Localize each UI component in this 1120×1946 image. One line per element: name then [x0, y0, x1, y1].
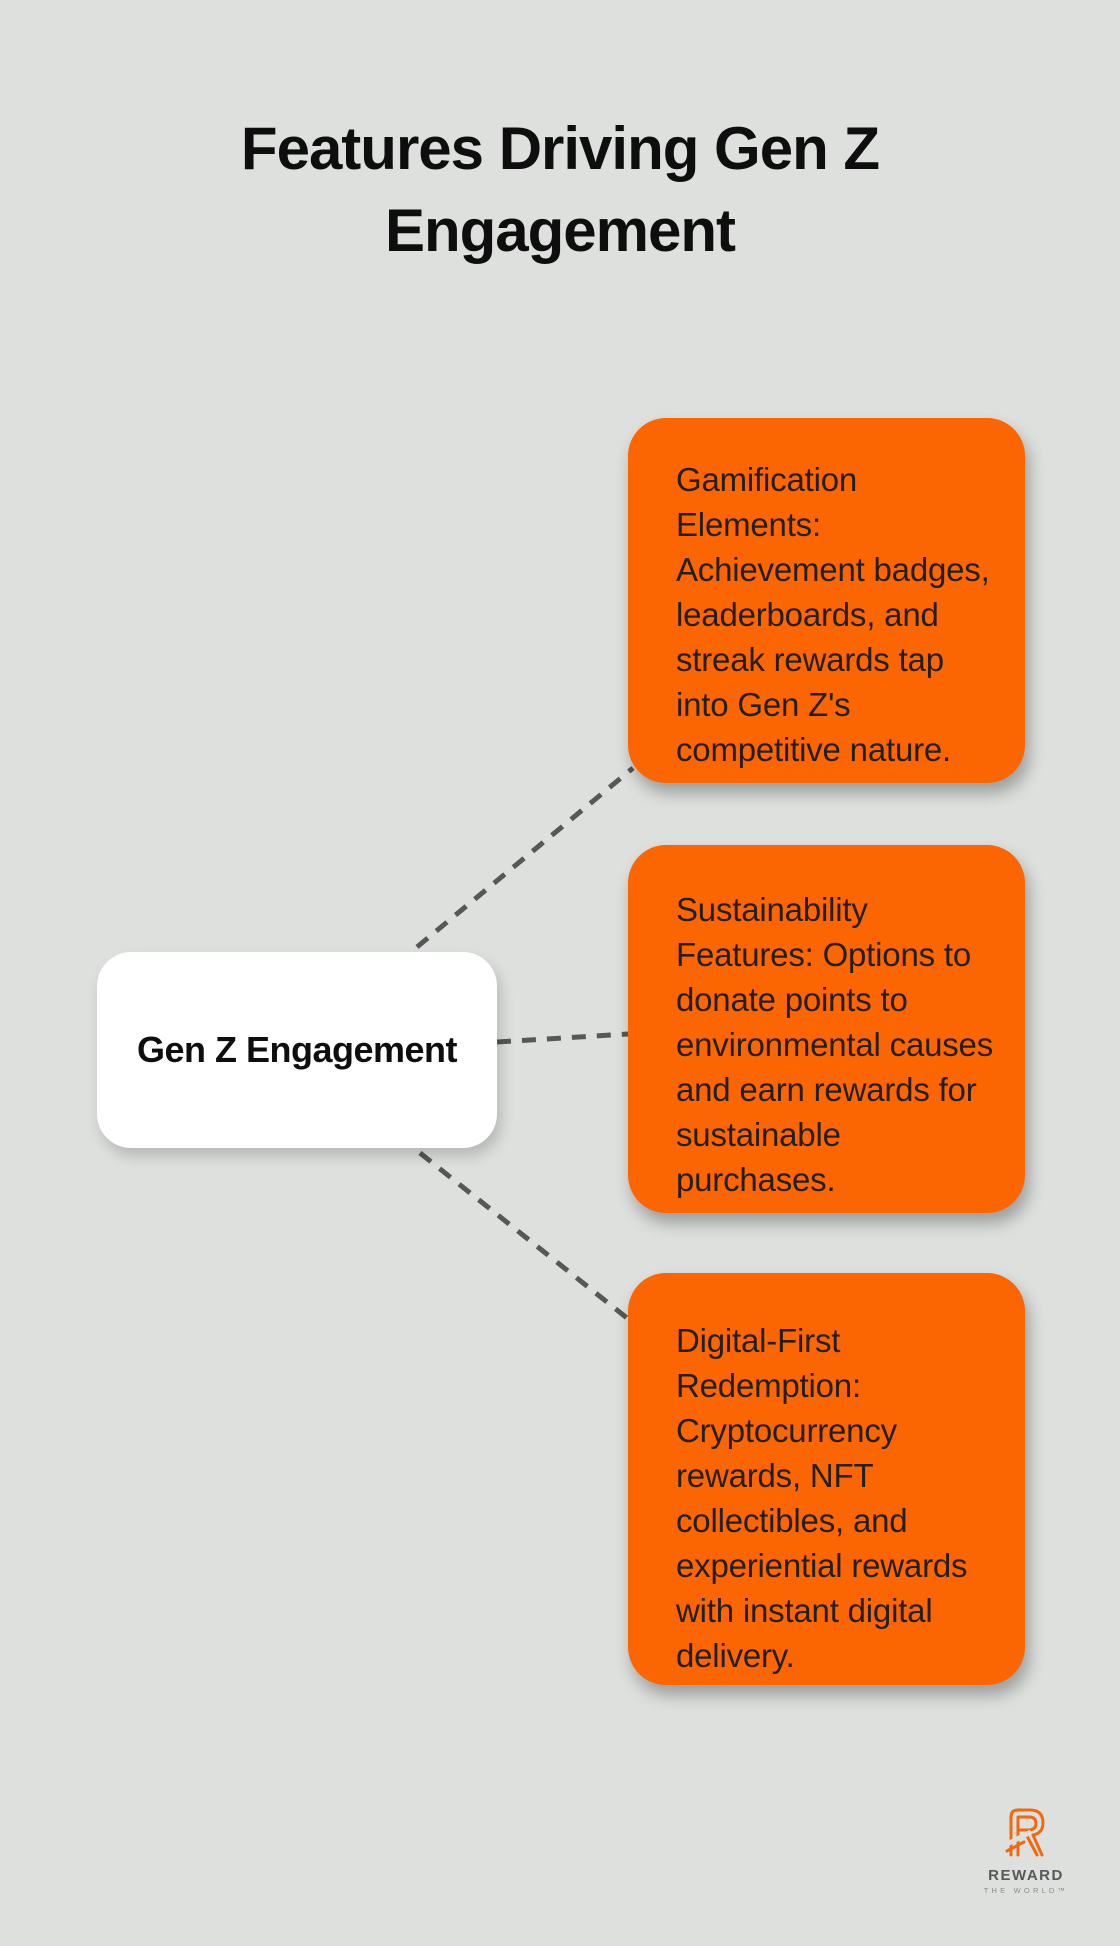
connector-digital-first	[418, 1151, 629, 1320]
reward-r-icon	[1004, 1808, 1045, 1857]
connector-gamification	[415, 766, 635, 949]
feature-box-gamification: Gamification Elements: Achievement badge…	[628, 418, 1025, 783]
center-node-gen-z-engagement: Gen Z Engagement	[97, 952, 497, 1148]
feature-box-sustainability: Sustainability Features: Options to dona…	[628, 845, 1025, 1213]
feature-text-digital-first: Digital-First Redemption: Cryptocurrency…	[676, 1322, 968, 1674]
brand-logo: REWARD THE WORLD™	[984, 1805, 1068, 1895]
page-title: Features Driving Gen Z Engagement	[240, 115, 880, 264]
logo-wordmark: REWARD	[988, 1867, 1064, 1884]
feature-text-sustainability: Sustainability Features: Options to dona…	[676, 891, 994, 1198]
logo-tagline: THE WORLD™	[983, 1886, 1069, 1895]
feature-text-gamification: Gamification Elements: Achievement badge…	[676, 461, 990, 768]
feature-box-digital-first: Digital-First Redemption: Cryptocurrency…	[628, 1273, 1025, 1685]
connector-sustainability	[496, 1031, 629, 1045]
center-node-label: Gen Z Engagement	[136, 1029, 458, 1070]
